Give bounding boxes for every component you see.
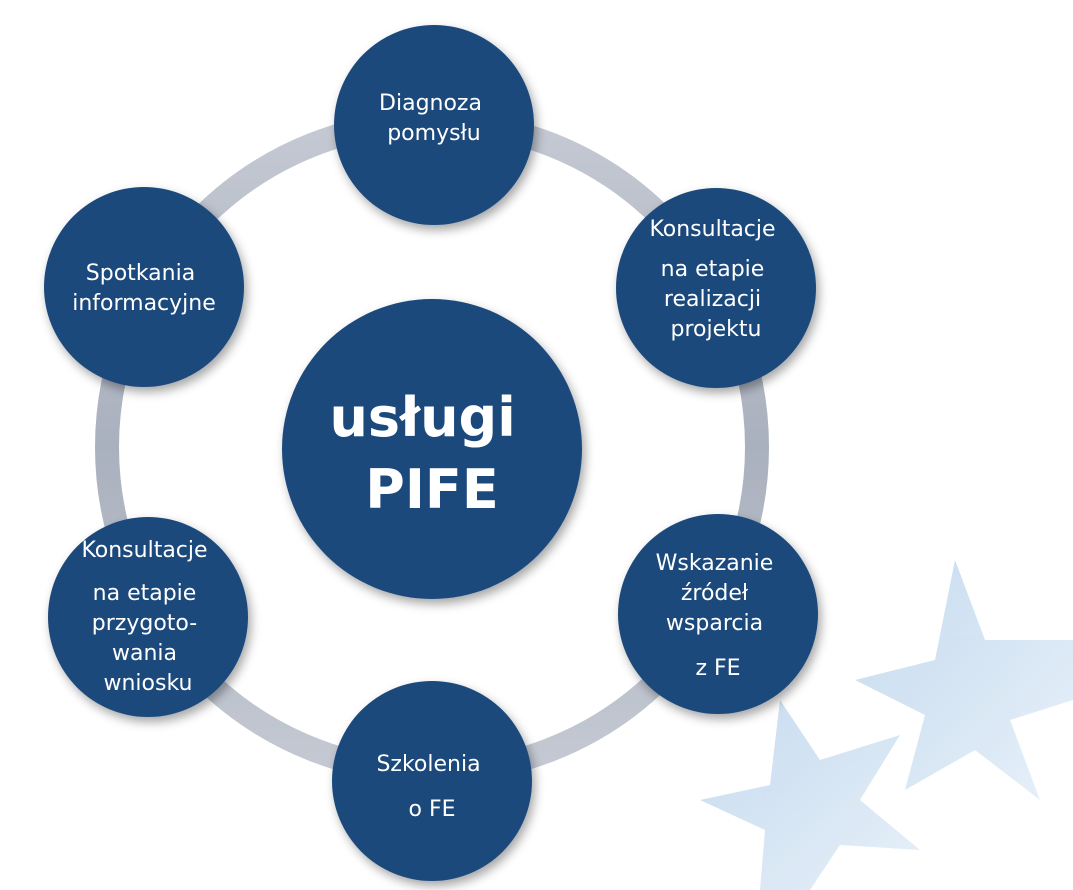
node-konsultacje-realizacji-circle xyxy=(616,188,816,388)
node-wskazanie-line-3: wsparcia xyxy=(666,611,763,636)
node-spotkania-circle xyxy=(44,187,244,387)
center-node-circle xyxy=(282,299,582,599)
node-diagnoza-text: Diagnoza pomysłu xyxy=(379,91,489,146)
node-szkolenia: Szkolenia o FE xyxy=(332,681,532,881)
node-wskazanie-line-4: z FE xyxy=(695,656,740,681)
node-konsultacje-wniosku-text: Konsultacje na etapie przygoto- wania wn… xyxy=(81,538,214,696)
node-diagnoza-line-2: pomysłu xyxy=(387,121,481,146)
node-konsultacje-realizacji-line-4: projektu xyxy=(671,317,762,342)
node-wskazanie-line-1: Wskazanie xyxy=(656,551,774,576)
node-spotkania-line-1: Spotkania xyxy=(86,261,195,286)
node-konsultacje-wniosku-line-1: Konsultacje xyxy=(81,538,207,563)
node-szkolenia-line-2: o FE xyxy=(408,797,455,822)
node-konsultacje-realizacji-line-1: Konsultacje xyxy=(649,217,775,242)
node-diagnoza-circle xyxy=(334,25,534,225)
node-spotkania: Spotkania informacyjne xyxy=(44,187,244,387)
node-konsultacje-wniosku-circle xyxy=(48,517,248,717)
node-szkolenia-circle xyxy=(332,681,532,881)
node-konsultacje-realizacji-text: Konsultacje na etapie realizacji projekt… xyxy=(649,217,782,342)
star-shape-2 xyxy=(700,700,920,890)
center-node: usługi PIFE xyxy=(282,299,582,599)
node-wskazanie: Wskazanie źródeł wsparcia z FE xyxy=(618,514,818,714)
node-konsultacje-wniosku: Konsultacje na etapie przygoto- wania wn… xyxy=(48,517,248,717)
node-konsultacje-wniosku-line-5: wniosku xyxy=(104,671,193,696)
node-szkolenia-line-1: Szkolenia xyxy=(376,752,480,777)
center-title-line-1: usługi xyxy=(329,386,515,449)
node-konsultacje-wniosku-line-2: na etapie xyxy=(93,581,197,606)
center-title-line-2: PIFE xyxy=(365,458,498,521)
node-konsultacje-realizacji-line-2: na etapie xyxy=(661,257,765,282)
center-node-text: usługi PIFE xyxy=(329,386,534,521)
node-szkolenia-text: Szkolenia o FE xyxy=(376,752,487,822)
node-konsultacje-wniosku-line-4: wania xyxy=(112,641,177,666)
node-diagnoza: Diagnoza pomysłu xyxy=(334,25,534,225)
node-diagnoza-line-1: Diagnoza xyxy=(379,91,482,116)
node-konsultacje-realizacji-line-3: realizacji xyxy=(664,287,761,312)
node-spotkania-text: Spotkania informacyjne xyxy=(72,261,216,316)
node-konsultacje-realizacji: Konsultacje na etapie realizacji projekt… xyxy=(616,188,816,388)
node-konsultacje-wniosku-line-3: przygoto- xyxy=(92,611,197,636)
decorative-stars xyxy=(700,560,1073,890)
node-wskazanie-line-2: źródeł xyxy=(681,581,749,606)
star-shape-1 xyxy=(855,560,1073,800)
node-spotkania-line-2: informacyjne xyxy=(72,291,216,316)
node-wskazanie-circle xyxy=(618,514,818,714)
node-wskazanie-text: Wskazanie źródeł wsparcia z FE xyxy=(656,551,781,681)
